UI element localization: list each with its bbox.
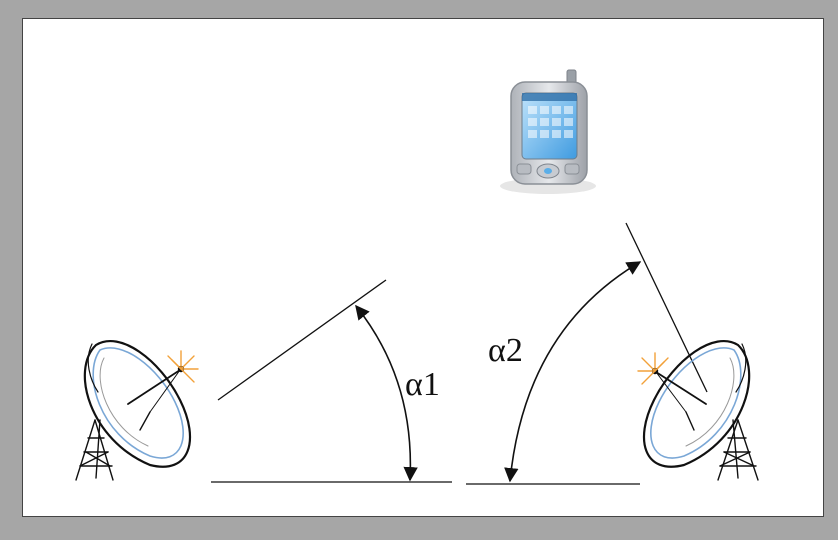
figure-panel bbox=[22, 18, 824, 517]
ray-right bbox=[625, 222, 708, 393]
angle-label-1: α1 bbox=[405, 366, 440, 403]
ray-left bbox=[217, 279, 387, 401]
angle-label-2: α2 bbox=[488, 332, 523, 369]
angle-arc-2 bbox=[504, 261, 642, 483]
smartphone-icon bbox=[500, 69, 596, 194]
signal-spark-icon-left bbox=[167, 350, 199, 383]
angle-2-construction: α2 bbox=[466, 222, 708, 485]
satellite-dish-icon-left bbox=[75, 339, 192, 481]
satellite-dish-icon-right bbox=[642, 339, 759, 481]
angle-arc-1 bbox=[355, 304, 418, 482]
signal-spark-icon-right bbox=[637, 352, 669, 385]
angle-1-construction: α1 bbox=[211, 279, 452, 483]
